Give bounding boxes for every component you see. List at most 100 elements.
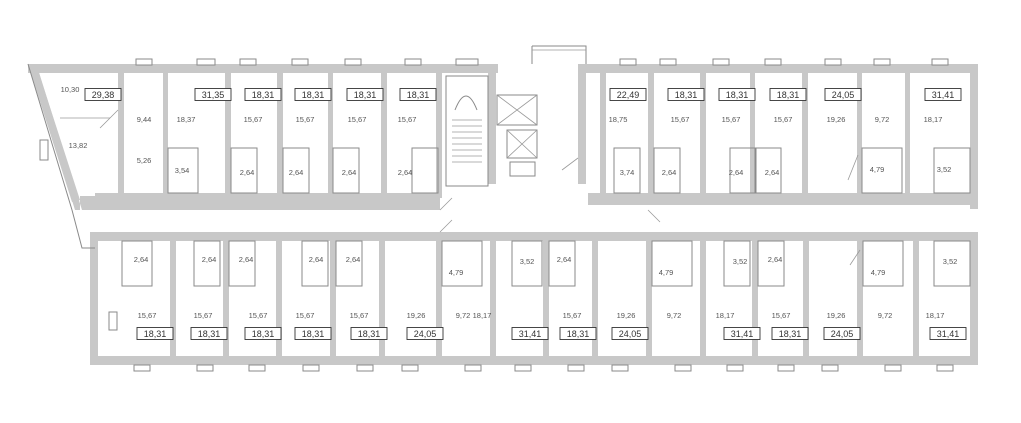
apartment-total-area-box: [611, 327, 649, 340]
apartment-total-area: 29,38: [92, 90, 115, 100]
room-area-label: 15,67: [398, 115, 417, 124]
apartment-total-area-box: [190, 327, 228, 340]
apartment-total-area-box: [136, 327, 174, 340]
apartment-total-area-box: [929, 327, 967, 340]
apartment-total-area-box: [244, 327, 282, 340]
room-area-label: 2,64: [398, 168, 413, 177]
room-area-label: 2,64: [342, 168, 357, 177]
apartment-total-area-box: [406, 327, 444, 340]
apartment-total-area-box: [824, 88, 862, 101]
core-wall: [488, 64, 496, 184]
apartment-total-area: 22,49: [617, 90, 640, 100]
room-area-label: 15,67: [348, 115, 367, 124]
lower-partitions: [170, 241, 919, 356]
apartment-total-area-box: [346, 88, 384, 101]
apartment-total-area-box: [771, 327, 809, 340]
room-area-label: 3,54: [175, 166, 190, 175]
apartment-total-area: 24,05: [414, 329, 437, 339]
room-area-label: 5,26: [137, 156, 152, 165]
room-area-label: 15,67: [722, 115, 741, 124]
apartment-total-area-box: [244, 88, 282, 101]
apartment-total-area-box: [723, 327, 761, 340]
outer-wall-bottom: [90, 356, 978, 365]
apartment-total-area-box: [823, 327, 861, 340]
room-area-label: 15,67: [772, 311, 791, 320]
apartment-total-area: 18,31: [675, 90, 698, 100]
room-area-label: 10,30: [61, 85, 80, 94]
apartment-total-area: 31,41: [932, 90, 955, 100]
room-area-label: 15,67: [671, 115, 690, 124]
apartment-total-area: 18,31: [252, 329, 275, 339]
apartment-total-area: 24,05: [831, 329, 854, 339]
room-area-label: 4,79: [449, 268, 464, 277]
apartment-total-area: 18,31: [567, 329, 590, 339]
apartment-total-area-box: [511, 327, 549, 340]
apartment-total-area-box: [559, 327, 597, 340]
bathroom-blocks: [121, 147, 971, 287]
apartment-total-area-box: [84, 88, 122, 101]
room-area-label: 9,72: [875, 115, 890, 124]
stair-core: [445, 45, 587, 187]
room-area-label: 2,64: [768, 255, 783, 264]
room-area-label: 19,26: [407, 311, 426, 320]
apartment-total-area: 18,31: [407, 90, 430, 100]
apartment-total-area: 18,31: [777, 90, 800, 100]
room-area-label: 15,67: [296, 115, 315, 124]
room-area-label: 9,72: [878, 311, 893, 320]
apartment-total-area: 18,31: [354, 90, 377, 100]
room-area-label: 2,64: [765, 168, 780, 177]
room-area-label: 18,17: [473, 311, 492, 320]
corridor-wall-lower: [95, 232, 970, 241]
apartment-total-area: 24,05: [619, 329, 642, 339]
room-area-label: 2,64: [239, 255, 254, 264]
apartment-total-area-box: [769, 88, 807, 101]
outer-wall-top-left: [28, 64, 498, 73]
apartment-total-area: 31,41: [519, 329, 542, 339]
apartment-total-area: 18,31: [302, 90, 325, 100]
room-area-label: 15,67: [296, 311, 315, 320]
outer-wall-right-bottom: [970, 232, 978, 365]
room-area-label: 15,67: [350, 311, 369, 320]
apartment-total-area: 18,31: [779, 329, 802, 339]
room-area-label: 2,64: [240, 168, 255, 177]
apartment-total-area: 24,05: [832, 90, 855, 100]
room-area-label: 4,79: [871, 268, 886, 277]
door-swings: [60, 109, 861, 266]
corridor-wall-upper: [95, 193, 440, 205]
room-area-label: 4,79: [870, 165, 885, 174]
room-area-label: 2,64: [309, 255, 324, 264]
outer-wall-right: [970, 64, 978, 209]
apartment-total-area-box: [294, 88, 332, 101]
apartment-total-area-box: [609, 88, 647, 101]
apartment-total-area: 18,31: [726, 90, 749, 100]
room-area-label: 19,26: [827, 311, 846, 320]
apartment-total-area: 18,31: [198, 329, 221, 339]
upper-windows: [39, 58, 949, 161]
room-area-label: 2,64: [289, 168, 304, 177]
apartment-total-area: 31,41: [731, 329, 754, 339]
apartment-total-area-box: [924, 88, 962, 101]
corridor-wall-upper-right: [588, 193, 972, 205]
room-area-label: 2,64: [557, 255, 572, 264]
room-area-label: 19,26: [617, 311, 636, 320]
room-area-label: 18,17: [924, 115, 943, 124]
apartment-total-area-box: [194, 88, 232, 101]
room-area-label: 15,67: [774, 115, 793, 124]
room-area-label: 9,44: [137, 115, 152, 124]
angled-wall: [28, 64, 80, 202]
apartment-total-area-box: [350, 327, 388, 340]
room-area-label: 3,52: [733, 257, 748, 266]
apartment-total-area: 18,31: [302, 329, 325, 339]
core-wall-2: [578, 64, 586, 184]
room-area-label: 18,17: [926, 311, 945, 320]
room-area-label: 15,67: [138, 311, 157, 320]
apartment-total-area-box: [718, 88, 756, 101]
outer-wall-top-right: [583, 64, 978, 73]
apartment-total-area-box: [399, 88, 437, 101]
angled-wall-outline: [27, 63, 95, 249]
apartment-total-area: 18,31: [144, 329, 167, 339]
room-area-label: 15,67: [563, 311, 582, 320]
lower-windows: [108, 311, 954, 372]
room-area-label: 19,26: [827, 115, 846, 124]
